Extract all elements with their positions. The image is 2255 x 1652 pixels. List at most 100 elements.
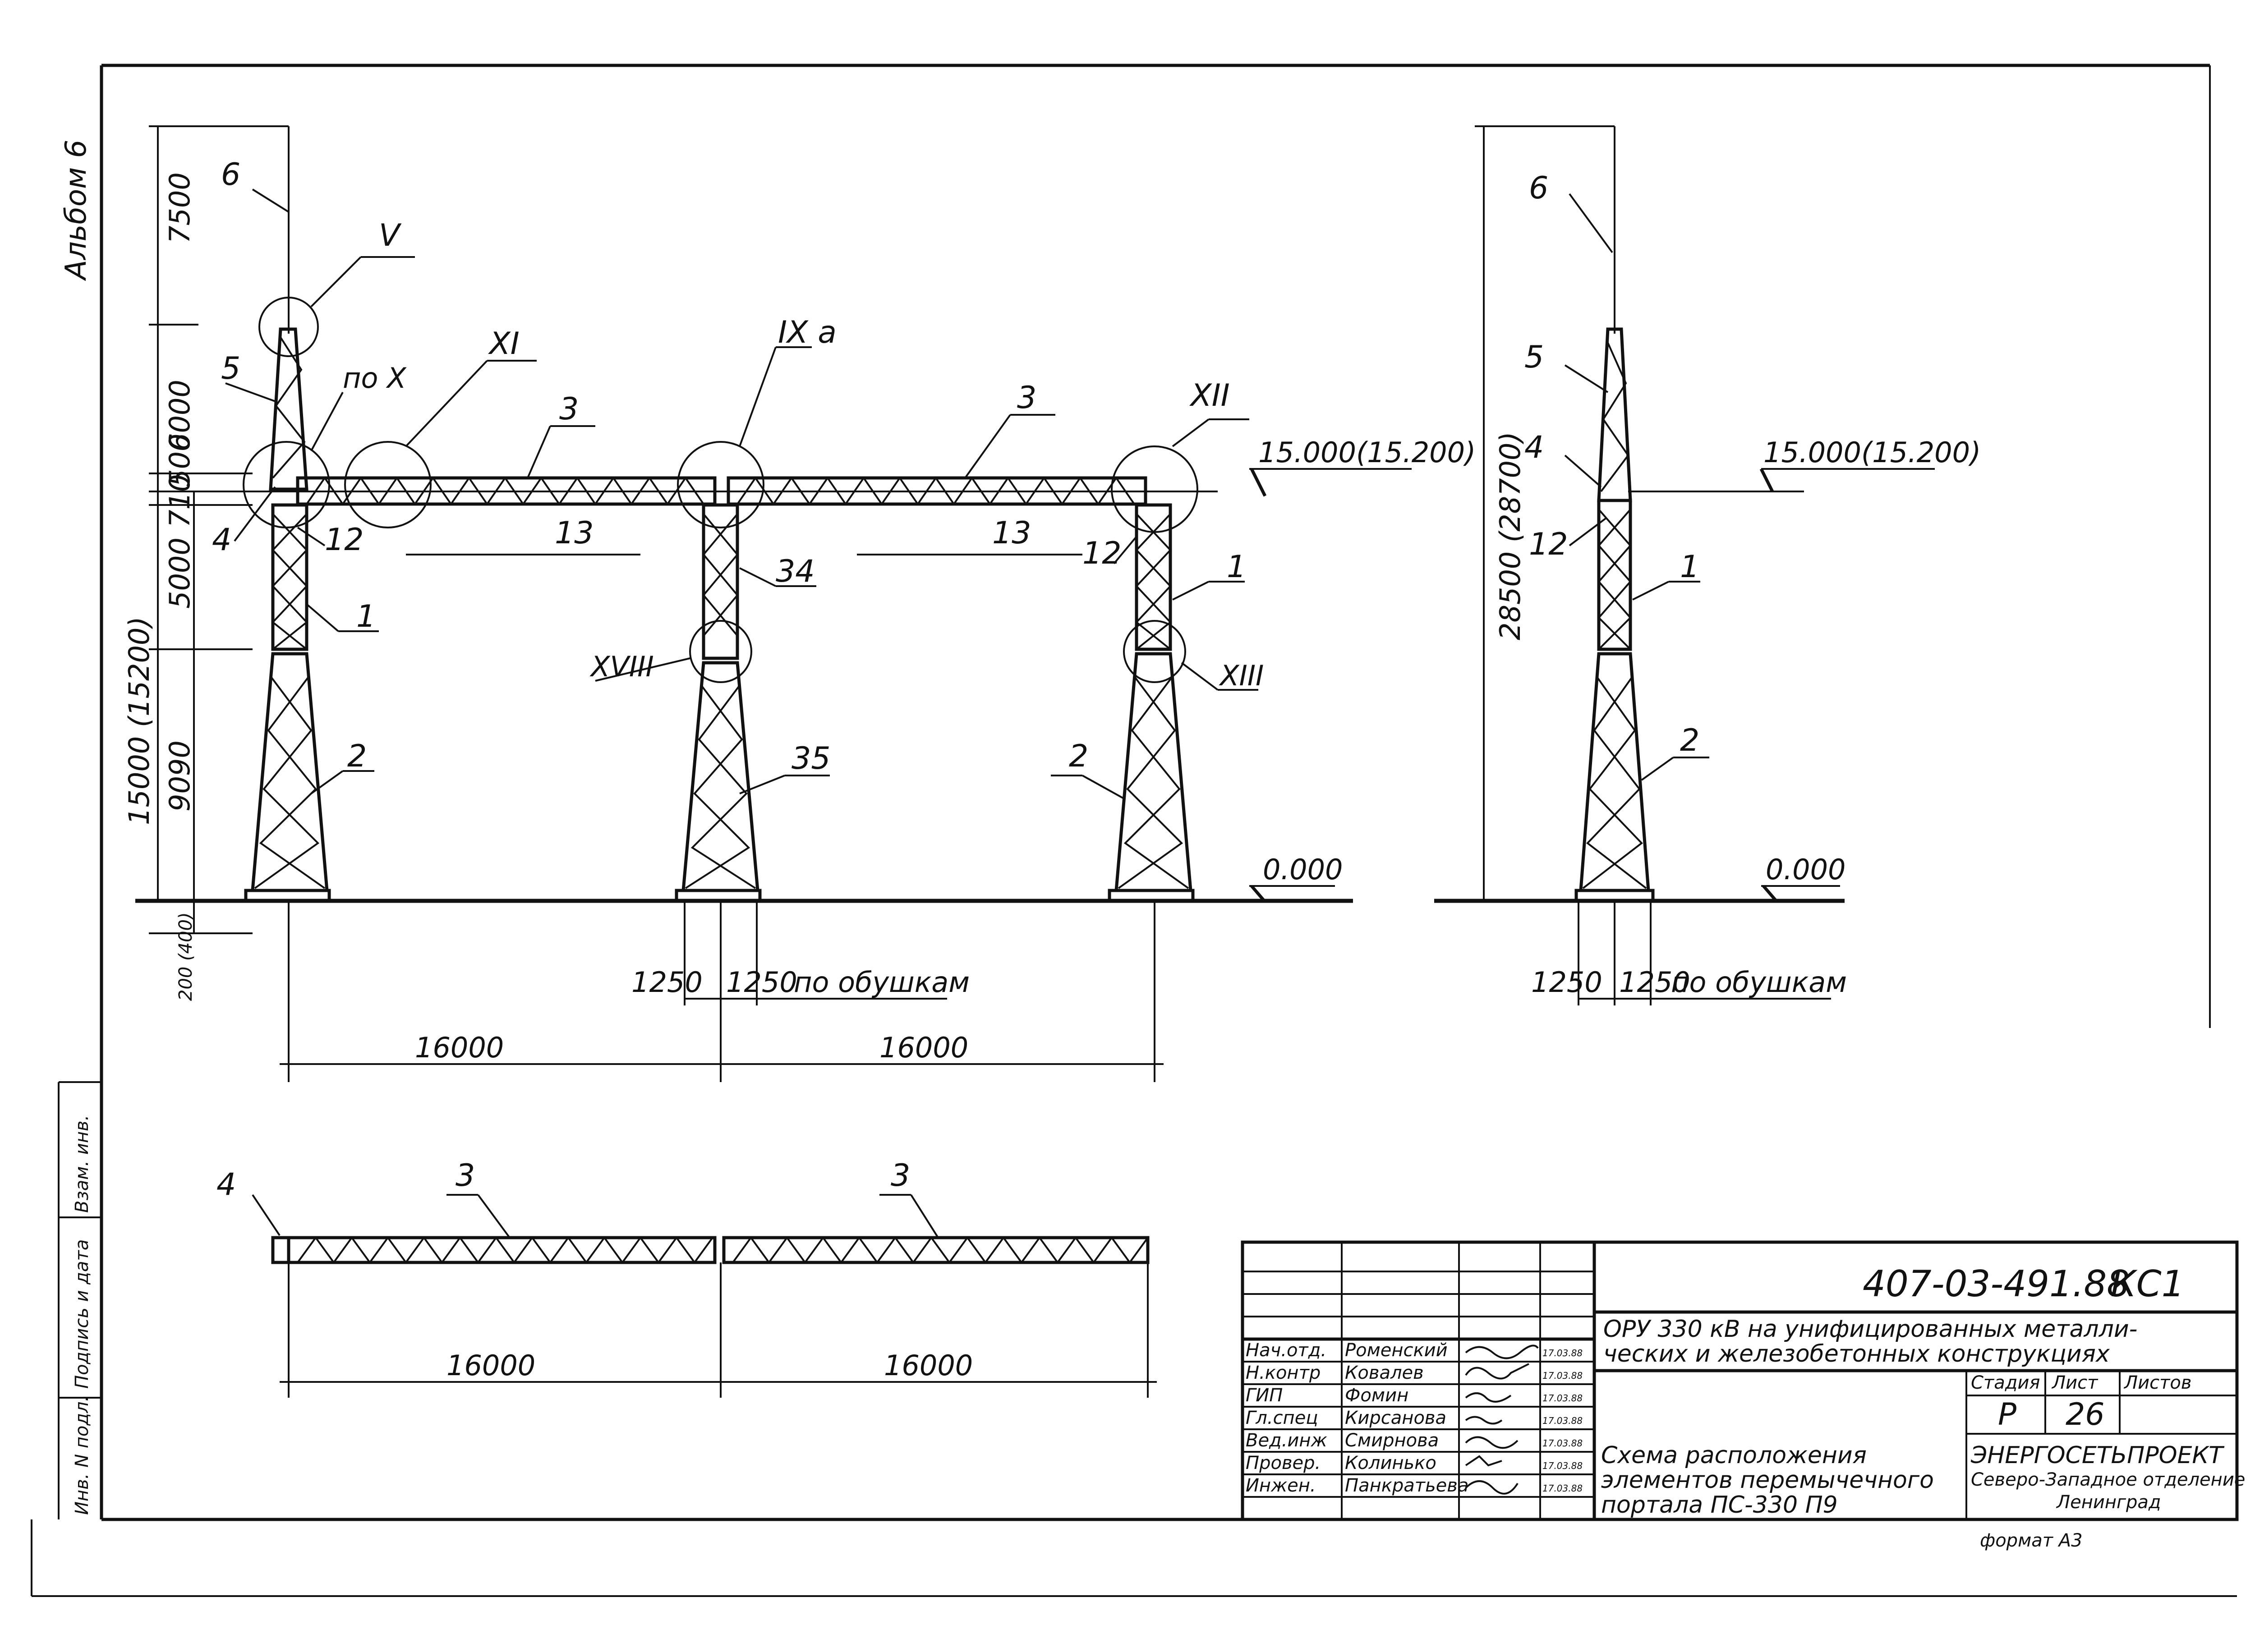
side-label-5: 5 xyxy=(1524,340,1544,375)
side-dim-1250-right: 1250 xyxy=(1619,966,1690,999)
plan-beam-right xyxy=(722,1236,1150,1264)
date-3: 17.03.88 xyxy=(1542,1415,1583,1426)
name-5: Колинько xyxy=(1345,1453,1436,1473)
sheet-header: Лист xyxy=(2051,1372,2099,1393)
name-2: Фомин xyxy=(1345,1385,1408,1406)
date-4: 17.03.88 xyxy=(1542,1438,1583,1449)
role-4: Вед.инж xyxy=(1246,1430,1327,1451)
level-ground: 0.000 xyxy=(1263,853,1343,886)
peak-5 xyxy=(269,327,308,491)
upper-column-34 xyxy=(702,503,739,660)
title-block: 407-03-491.88 КС1 ОРУ 330 кВ на унифицир… xyxy=(1241,1240,2245,1551)
date-2: 17.03.88 xyxy=(1542,1393,1583,1404)
callout-XI xyxy=(344,441,432,528)
date-5: 17.03.88 xyxy=(1542,1460,1583,1471)
org-name: ЭНЕРГОСЕТЬПРОЕКТ xyxy=(1970,1442,2225,1469)
role-3: Гл.спец xyxy=(1246,1408,1318,1428)
doc-code: 407-03-491.88 xyxy=(1863,1263,2130,1305)
side-label-1: 1 xyxy=(1680,549,1699,585)
sheet-format: формат А3 xyxy=(1980,1530,2083,1551)
plan-view: 4 3 3 16000 16000 xyxy=(216,1158,1157,1398)
name-4: Смирнова xyxy=(1345,1430,1439,1451)
plan-beam-left xyxy=(287,1236,717,1264)
org-branch: Северо-Западное отделение xyxy=(1971,1469,2245,1490)
upper-column-1 xyxy=(271,503,308,651)
label-XVIII: XVIII xyxy=(589,650,654,683)
label-6: 6 xyxy=(221,157,240,193)
label-3-right: 3 xyxy=(1017,380,1036,416)
role-5: Провер. xyxy=(1246,1453,1321,1473)
side-replaced-inv: Взам. инв. xyxy=(72,1115,92,1213)
title-block-frame xyxy=(1241,1240,2239,1521)
sheet-frame xyxy=(31,64,2237,1597)
dim-9090: 9090 xyxy=(163,740,196,812)
dim-16000-left: 16000 xyxy=(415,1031,504,1064)
label-35: 35 xyxy=(792,741,831,776)
sheet-title-3: портала ПС-330 П9 xyxy=(1601,1491,1838,1519)
object-title-2: ческих и железобетонных конструкциях xyxy=(1603,1340,2110,1367)
label-1-right: 1 xyxy=(1227,549,1246,585)
left-dimensions: 7500 6000 500 710 5000 15000 (15200) 909… xyxy=(123,125,289,1001)
side-level-ground: 0.000 xyxy=(1766,853,1846,886)
stage-value: Р xyxy=(1998,1397,2016,1432)
label-1: 1 xyxy=(356,599,376,634)
dim-710: 710 xyxy=(163,474,196,528)
label-po-X: по X xyxy=(343,362,407,395)
callout-XVIII xyxy=(689,620,752,683)
side-album: Альбом 6 xyxy=(60,140,93,281)
label-XII: XII xyxy=(1189,378,1230,413)
role-0: Нач.отд. xyxy=(1246,1340,1326,1361)
label-13-left: 13 xyxy=(555,515,594,551)
sheet-title-2: элементов перемычечного xyxy=(1601,1467,1934,1494)
label-XIII: XIII xyxy=(1219,659,1264,692)
plan-dim-16000-left: 16000 xyxy=(446,1349,535,1382)
side-label-12: 12 xyxy=(1529,527,1568,562)
front-view: 7500 6000 500 710 5000 15000 (15200) 909… xyxy=(123,125,1476,1082)
sheets-header: Листов xyxy=(2123,1372,2191,1393)
label-3-left: 3 xyxy=(559,391,579,427)
roles-table: Нач.отд. Роменский 17.03.88 Н.контр Кова… xyxy=(1246,1340,1583,1496)
label-XI: XI xyxy=(488,326,520,362)
signatures xyxy=(1465,1345,1539,1495)
side-dim-note: по обушкам xyxy=(1671,966,1847,999)
upper-column-1-right xyxy=(1135,503,1172,651)
name-1: Ковалев xyxy=(1345,1363,1424,1383)
side-dim-1250-left: 1250 xyxy=(1531,966,1602,999)
dim-1250-left: 1250 xyxy=(631,966,703,999)
side-lower-leg xyxy=(1579,652,1650,892)
role-6: Инжен. xyxy=(1246,1475,1316,1496)
dim-7500: 7500 xyxy=(163,172,196,243)
bottom-dimensions: 1250 1250 по обушкам 16000 16000 xyxy=(280,901,1164,1082)
dim-500: 500 xyxy=(163,434,196,487)
dim-15000: 15000 (15200) xyxy=(123,616,156,825)
org-city: Ленинград xyxy=(2056,1492,2161,1513)
label-4: 4 xyxy=(212,522,231,558)
left-tower xyxy=(244,126,331,902)
dim-1250-right: 1250 xyxy=(726,966,797,999)
callout-X xyxy=(243,441,330,528)
level-top: 15.000(15.200) xyxy=(1258,436,1476,469)
label-5: 5 xyxy=(221,351,240,386)
plan-dim-16000-right: 16000 xyxy=(884,1349,973,1382)
callout-XII xyxy=(1111,445,1198,533)
stage-header: Стадия xyxy=(1971,1372,2040,1393)
callout-V xyxy=(258,297,319,357)
lower-leg-2-right xyxy=(1114,652,1192,892)
label-13-right: 13 xyxy=(992,515,1031,551)
callout-IXa xyxy=(677,441,764,528)
label-34: 34 xyxy=(776,554,815,589)
element-labels: 6 5 по X 4 12 1 2 XI 3 13 IX a xyxy=(212,157,1264,799)
right-tower xyxy=(1108,503,1195,902)
side-dim-28500: 28500 (28700) xyxy=(1494,431,1527,640)
object-title-1: ОРУ 330 кВ на унифицированных металли- xyxy=(1603,1316,2137,1343)
crossbeams xyxy=(194,476,1218,506)
doc-mark: КС1 xyxy=(2111,1263,2185,1305)
label-12-right: 12 xyxy=(1082,536,1122,571)
sheet-no: 26 xyxy=(2066,1397,2105,1432)
dim-200: 200 (400) xyxy=(175,912,196,1001)
name-0: Роменский xyxy=(1345,1340,1448,1361)
label-IXa: IX a xyxy=(778,315,837,350)
date-6: 17.03.88 xyxy=(1542,1483,1583,1494)
label-2-right: 2 xyxy=(1069,739,1088,774)
